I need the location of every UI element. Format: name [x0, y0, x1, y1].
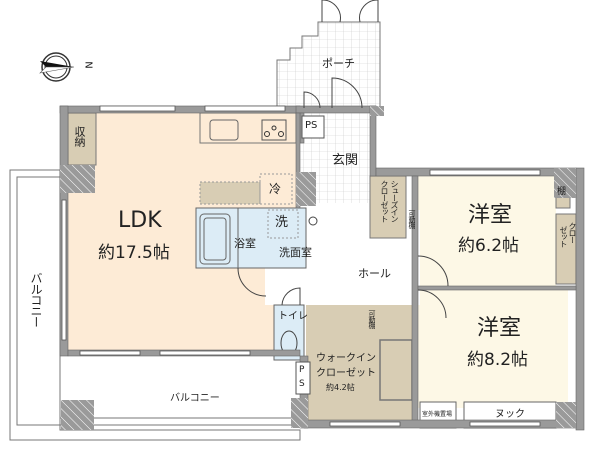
room-wic-line1: ウォークイン: [316, 353, 376, 364]
shoes-closet-line1: シューズイン: [390, 180, 399, 222]
room-bedroom1-name: 洋室: [468, 203, 513, 228]
closet-line1: クロー: [568, 222, 577, 243]
movable-shelf-1: 可動棚: [408, 210, 416, 228]
ps-top-label: PS: [305, 120, 318, 131]
balcony-bottom-label: バルコニー: [170, 393, 220, 404]
room-entrance-name: 玄関: [332, 153, 359, 168]
room-bedroom1-area: 約6.2帖: [458, 236, 520, 256]
room-ldk-area: 約17.5帖: [98, 243, 170, 263]
room-hall-name: ホール: [358, 267, 391, 280]
room-porch-name: ポーチ: [322, 57, 355, 70]
balcony-side-label: バルコニー: [29, 272, 43, 327]
structural-columns: [60, 106, 576, 430]
fridge-label: 冷: [269, 182, 282, 196]
shelf-label: 棚: [557, 187, 567, 197]
room-wic-area: 約4.2帖: [326, 383, 355, 392]
room-washroom-name: 洗面室: [279, 246, 312, 259]
shoes-closet-line2: クローゼット: [380, 180, 389, 222]
room-bedroom2-name: 洋室: [477, 316, 522, 341]
room-bedroom2-area: 約8.2帖: [467, 350, 529, 370]
compass-icon: [39, 52, 75, 82]
compass: N: [38, 50, 94, 86]
room-bath-name: 浴室: [234, 237, 256, 250]
room-toilet-name: トイレ: [278, 311, 308, 322]
ps-bottom-s: S: [299, 379, 305, 389]
closet-line2: ゼット: [559, 226, 568, 247]
movable-shelf-2: 可動棚: [368, 310, 376, 328]
washer-label: 洗: [275, 215, 289, 230]
ps-bottom-p: P: [299, 365, 305, 375]
outdoor-unit-label: 室外機置場: [422, 411, 453, 418]
room-ldk-name: LDK: [118, 208, 162, 233]
room-wic-line2: クローゼット: [316, 368, 376, 379]
nook-label: ヌック: [495, 409, 525, 420]
storage-ldk-label: 収納: [73, 126, 86, 146]
compass-north-label: N: [82, 61, 94, 69]
